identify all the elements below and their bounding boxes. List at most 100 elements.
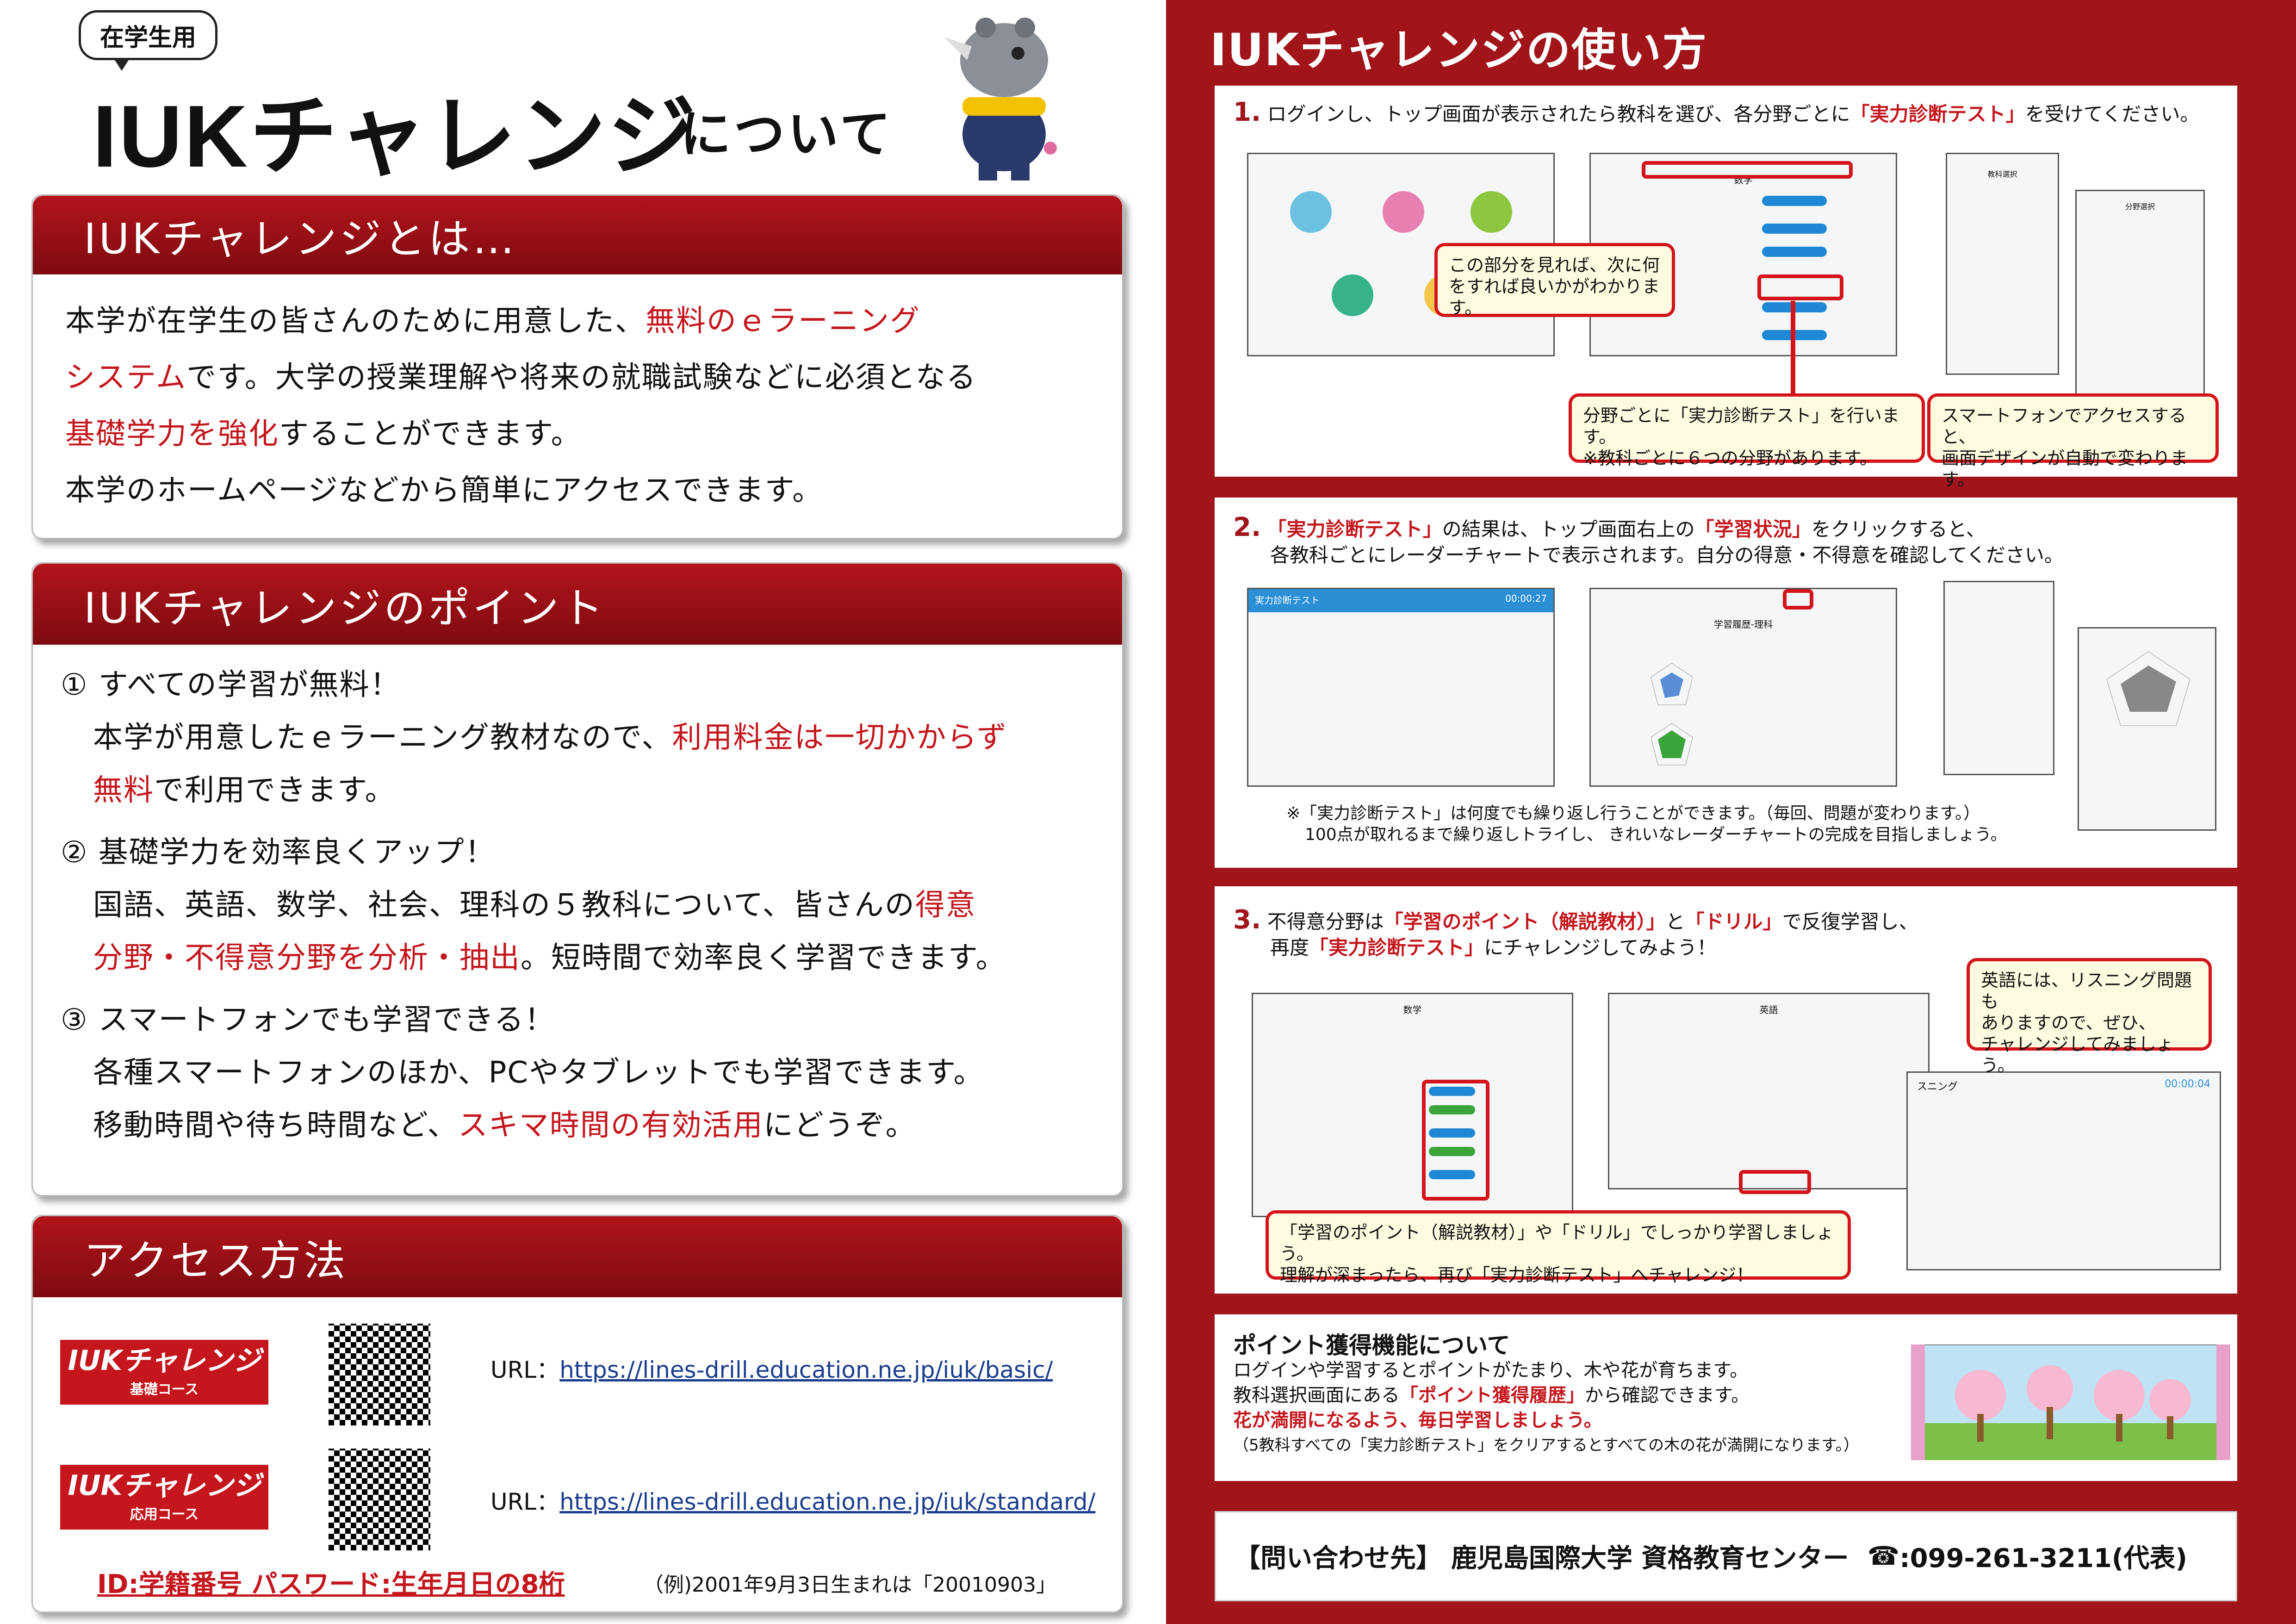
radar-chart-icon xyxy=(1651,663,1693,765)
about-text: です。大学の授業理解や将来の就職試験などに必須となる xyxy=(186,361,977,395)
basic-url-link[interactable]: https://lines-drill.education.ne.jp/iuk/… xyxy=(559,1356,1053,1383)
test-screenshot: 実力診断テスト 00:00:27 xyxy=(1247,588,1555,787)
basic-course-label: 基礎コース xyxy=(130,1381,199,1398)
step-2-number: 2. xyxy=(1233,512,1261,542)
step-1-callout-smartphone: スマートフォンでアクセスすると、 画面デザインが自動で変わります。 xyxy=(1927,393,2219,490)
point-feature-title: ポイント獲得機能について xyxy=(1233,1332,1510,1359)
step-3-desc: 再度 xyxy=(1270,936,1309,959)
contact-label: 【問い合わせ先】 xyxy=(1235,1543,1442,1574)
step-3-desc: と xyxy=(1665,910,1685,933)
about-heading: IUKチャレンジとは… xyxy=(33,196,1122,274)
step-3-highlight: 「実力診断テスト」 xyxy=(1309,936,1484,959)
standard-url-link[interactable]: https://lines-drill.education.ne.jp/iuk/… xyxy=(559,1488,1096,1515)
step-3-desc: で反復学習し、 xyxy=(1782,910,1918,933)
point-3-highlight: スキマ時間の有効活用 xyxy=(458,1108,763,1143)
listening-title: スニング xyxy=(1917,1081,1958,1093)
point-3-text: 移動時間や待ち時間など、 xyxy=(93,1108,458,1143)
step-3-highlight: 「ドリル」 xyxy=(1685,910,1782,933)
step-1-number: 1. xyxy=(1233,97,1261,127)
point-feature-note: （5教科すべての「実力診断テスト」をクリアするとすべての木の花が満開になります。… xyxy=(1233,1436,1859,1455)
step-3-text: 3. 不得意分野は「学習のポイント（解説教材）」と「ドリル」で反復学習し、 再度… xyxy=(1233,907,1918,961)
step-1-highlight: 「実力診断テスト」 xyxy=(1850,103,2025,125)
step-3-highlight: 「学習のポイント（解説教材）」 xyxy=(1384,910,1666,933)
page-title: IUKチャレンジ xyxy=(93,87,698,186)
about-text: 本学のホームページなどから簡単にアクセスできます。 xyxy=(65,473,823,508)
status-highlight xyxy=(1783,589,1813,610)
point-feature-highlight: 「ポイント獲得履歴」 xyxy=(1400,1385,1585,1406)
point-3-text: にどうぞ。 xyxy=(763,1108,916,1143)
audience-tag-label: 在学生用 xyxy=(99,24,196,52)
url-label: URL： xyxy=(490,1488,560,1515)
step-2-highlight: 「学習状況」 xyxy=(1694,518,1812,541)
subject-select-phone: 教科選択 xyxy=(1946,153,2059,375)
test-screen-title: 実力診断テスト xyxy=(1255,595,1320,606)
radar-phone xyxy=(2078,627,2216,831)
howto-title: IUKチャレンジの使い方 xyxy=(1210,24,1708,76)
english-screen-title: 英語 xyxy=(1759,1004,1778,1015)
radar-chart-phone-icon xyxy=(2106,651,2191,726)
step-3-number: 3. xyxy=(1233,905,1261,935)
point-2-text: 国語、英語、数学、社会、理科の５教科について、皆さんの xyxy=(93,888,915,922)
step-1-callout-test: 分野ごとに「実力診断テスト」を行います。 ※教科ごとに６つの分野があります。 xyxy=(1569,393,1925,468)
login-example: （例)2001年9月3日生まれは「20010903」 xyxy=(643,1573,1057,1597)
math-drill-screenshot: 数学 xyxy=(1252,993,1573,1217)
about-panel: IUKチャレンジとは… 本学が在学生の皆さんのために用意した、無料のｅラーニング… xyxy=(31,194,1123,539)
step-3-desc: にチャレンジしてみよう！ xyxy=(1484,936,1717,959)
standard-url-row: URL：https://lines-drill.education.ne.jp/… xyxy=(490,1483,1095,1517)
standard-course-logo: IUKチャレンジ 応用コース xyxy=(60,1465,268,1530)
step-1-desc: ログインし、トップ画面が表示されたら教科を選び、各分野ごとに xyxy=(1267,103,1850,125)
field-select-title: 分野選択 xyxy=(2125,202,2155,211)
point-2-title: ② 基礎学力を効率良くアップ！ xyxy=(61,835,496,870)
point-3-title: ③ スマートフォンでも学習できる！ xyxy=(61,1003,555,1037)
step-2-note: ※「実力診断テスト」は何度でも繰り返し行うことができます。（毎回、問題が変わりま… xyxy=(1286,804,1980,823)
test-timer: 00:00:27 xyxy=(1505,593,1547,604)
basic-qr-code[interactable] xyxy=(329,1324,430,1425)
contact-organization: 鹿児島国際大学 資格教育センター xyxy=(1451,1543,1849,1574)
callout-line: チャレンジしてみましょう。 xyxy=(1981,1034,2174,1076)
step-1-arrow xyxy=(1791,301,1795,398)
point-1-highlight: 利用料金は一切かからず xyxy=(672,721,1008,755)
callout-line: スマートフォンでアクセスすると、 xyxy=(1942,405,2186,447)
about-highlight: 基礎学力を強化 xyxy=(65,417,279,451)
history-screenshot: 学習履歴-理科 xyxy=(1589,588,1897,787)
step-2-highlight: 「実力診断テスト」 xyxy=(1267,518,1442,541)
test-phone xyxy=(1943,581,2054,775)
drill-buttons-highlight xyxy=(1422,1080,1489,1201)
point-feature-line: から確認できます。 xyxy=(1585,1385,1750,1406)
field-select-phone: 分野選択 xyxy=(2075,190,2205,412)
flower-garden-illustration xyxy=(1911,1344,2230,1460)
points-heading: IUKチャレンジのポイント xyxy=(33,564,1122,645)
standard-qr-code[interactable] xyxy=(329,1449,430,1550)
progress-highlight xyxy=(1642,161,1853,179)
callout-line: 「学習のポイント（解説教材）」や「ドリル」でしっかり学習しましょう。 xyxy=(1280,1222,1834,1264)
callout-line: 画面デザインが自動で変わります。 xyxy=(1942,448,2188,490)
step-3-desc: 不得意分野は xyxy=(1267,910,1384,933)
login-credentials: ID:学籍番号 パスワード:生年月日の8桁 xyxy=(97,1569,565,1599)
access-panel: アクセス方法 xyxy=(31,1215,1123,1613)
basic-course-logo: IUKチャレンジ 基礎コース xyxy=(60,1340,268,1405)
step-3-callout-study: 「学習のポイント（解説教材）」や「ドリル」でしっかり学習しましょう。 理解が深ま… xyxy=(1266,1210,1851,1285)
url-label: URL： xyxy=(490,1356,560,1383)
step-2-desc: 各教科ごとにレーダーチャートで表示されます。自分の得意・不得意を確認してください… xyxy=(1270,544,2064,566)
contact-card: 【問い合わせ先】 鹿児島国際大学 資格教育センター ☎ :099-261-321… xyxy=(1215,1511,2237,1601)
callout-line: 英語には、リスニング問題も xyxy=(1981,970,2192,1012)
basic-logo-text: IUKチャレンジ xyxy=(68,1344,261,1377)
callout-line: ※教科ごとに６つの分野があります。 xyxy=(1583,448,1878,468)
points-panel: IUKチャレンジのポイント ① すべての学習が無料！ 本学が用意したｅラーニング… xyxy=(31,562,1123,1196)
about-text: 本学が在学生の皆さんのために用意した、 xyxy=(65,304,645,338)
about-highlight: 無料のｅラーニング xyxy=(645,304,920,338)
listening-timer: 00:00:04 xyxy=(2165,1078,2210,1090)
point-feature-line: 教科選択画面にある xyxy=(1233,1385,1400,1406)
point-feature-highlight: 花が満開になるよう、毎日学習しましょう。 xyxy=(1233,1410,1602,1431)
step-1-desc: を受けてください。 xyxy=(2025,103,2200,125)
phone-icon: ☎ xyxy=(1867,1541,1900,1571)
point-feature-line: ログインや学習するとポイントがたまり、木や花が育ちます。 xyxy=(1233,1360,1749,1381)
contact-phone[interactable]: :099-261-3211(代表) xyxy=(1899,1543,2187,1574)
step-1-text: 1. ログインし、トップ画面が表示されたら教科を選び、各分野ごとに「実力診断テス… xyxy=(1233,100,2199,127)
point-1-title: ① すべての学習が無料！ xyxy=(61,668,401,702)
standard-logo-text: IUKチャレンジ xyxy=(68,1469,261,1502)
basic-url-row: URL：https://lines-drill.education.ne.jp/… xyxy=(490,1351,1053,1385)
rhino-mascot-icon xyxy=(944,18,1057,180)
step-1-callout-next: この部分を見れば、次に何をすれば良いかがわかります。 xyxy=(1434,243,1675,318)
english-screenshot: 英語 xyxy=(1608,993,1930,1194)
